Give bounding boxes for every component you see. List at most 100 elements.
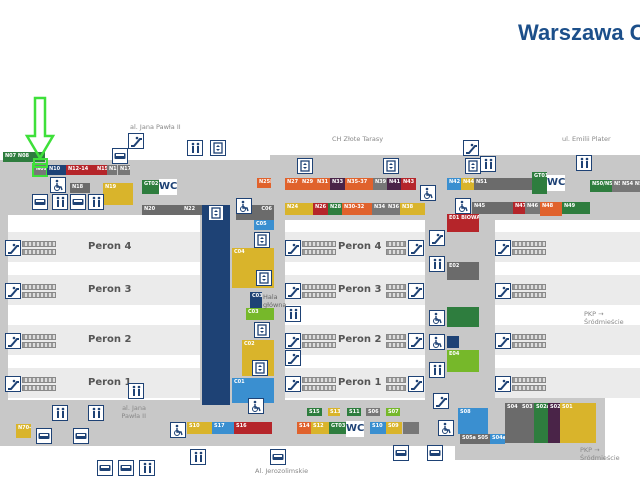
store-n50-n52[interactable]: N50/N52 [590, 180, 612, 192]
wc-sign: WC [346, 421, 364, 437]
store-n54-n55[interactable]: N54 N55 [620, 180, 640, 192]
stairs [386, 241, 406, 247]
store-n53[interactable]: N53 [612, 180, 620, 192]
escalator-icon [495, 283, 511, 299]
stairs [386, 292, 406, 298]
store-n34[interactable]: N34 [372, 203, 386, 215]
wheelchair-icon [236, 198, 252, 214]
store-s10[interactable]: S10 [187, 422, 212, 434]
platform-label: Peron 1 [88, 377, 132, 388]
store-s15[interactable]: S15 [307, 408, 322, 416]
store-s10[interactable]: S10 [370, 422, 386, 434]
store-n18[interactable]: N18 [70, 183, 90, 193]
street-label: PKP → Śródmieście [580, 446, 620, 462]
store-n49[interactable]: N49 [562, 202, 590, 214]
store-c03a[interactable]: C03a [250, 292, 262, 308]
elevator-icon [252, 360, 268, 376]
stairs [512, 292, 546, 298]
store-n10[interactable]: N10 [47, 165, 67, 175]
store-s13[interactable]: S13 [328, 408, 340, 416]
store-c05[interactable]: C05 [254, 220, 274, 230]
store-n45[interactable]: N45 [472, 202, 513, 214]
escalator-icon [408, 376, 424, 392]
store-n46[interactable]: N46 [525, 202, 540, 214]
store-unit[interactable] [447, 336, 459, 348]
store-n28[interactable]: N28 [328, 203, 342, 215]
store-n35-37[interactable]: N35-37 [345, 178, 373, 190]
street-label: al. Jana Pawła II [130, 123, 181, 131]
store-e01-bioway[interactable]: E01 BIOWAY [447, 214, 479, 232]
store-n70-71[interactable]: N70-71 [16, 424, 31, 438]
platform-2 [285, 325, 425, 355]
store-n20[interactable]: N20 [142, 205, 182, 215]
store-s12[interactable]: S12 [311, 422, 329, 434]
store-s16[interactable]: S16 [234, 422, 272, 434]
store-n09[interactable]: N09 [32, 163, 48, 177]
store-n22[interactable]: N22 [182, 205, 202, 215]
store-n26[interactable]: N26 [313, 203, 328, 215]
store-n25b[interactable]: N25b [257, 178, 271, 188]
store-n16[interactable]: N16 [107, 165, 117, 175]
store-s04[interactable]: S04 [505, 403, 520, 443]
escalator-icon [433, 393, 449, 409]
store-n33[interactable]: N33 [330, 178, 345, 190]
store-n24[interactable]: N24 [285, 203, 313, 215]
store-s02[interactable]: S02 [548, 403, 560, 443]
store-n48[interactable]: N48 [540, 202, 562, 216]
store-unit[interactable] [447, 307, 479, 327]
store-gt03[interactable]: GT03 [329, 422, 346, 434]
store-n43[interactable]: N43 [401, 178, 416, 190]
store-c04[interactable]: C04 [232, 248, 274, 288]
store-s09[interactable]: S09 [386, 422, 402, 434]
store-gt02[interactable]: GT02 [142, 180, 159, 194]
store-n39[interactable]: N39 [373, 178, 387, 190]
platform-2 [495, 325, 640, 355]
store-n51[interactable]: N51 [474, 178, 532, 190]
escalator-icon [408, 333, 424, 349]
platform-1 [495, 368, 640, 398]
stairs [22, 249, 56, 255]
elevator-icon [210, 140, 226, 156]
street-label: ul. Emilii Plater [562, 135, 611, 143]
store-s01[interactable]: S01 [560, 403, 596, 443]
bus-icon [97, 460, 113, 476]
store-unit[interactable] [403, 422, 419, 434]
store-n15[interactable]: N15 [95, 165, 107, 175]
store-c03[interactable]: C03 [246, 308, 274, 320]
store-n30-32[interactable]: N30-32 [342, 203, 372, 215]
store-n36[interactable]: N36 [386, 203, 400, 215]
store-s02a[interactable]: S02a [534, 403, 548, 443]
store-n42[interactable]: N42 [447, 178, 461, 190]
store-n31[interactable]: N31 [315, 178, 330, 190]
store-e02[interactable]: E02 [447, 262, 479, 280]
escalator-icon [429, 230, 445, 246]
bus-icon [118, 460, 134, 476]
store-e04[interactable]: E04 [447, 350, 479, 372]
store-n17[interactable]: N17 [118, 165, 130, 175]
store-n38[interactable]: N38 [400, 203, 425, 215]
store-s11[interactable]: S11 [347, 408, 361, 416]
store-n07-n08[interactable]: N07 N08 [3, 152, 45, 162]
store-n27[interactable]: N27 [285, 178, 300, 190]
store-s06[interactable]: S06 [366, 408, 380, 416]
store-n47[interactable]: N47 [513, 202, 525, 214]
store-n41[interactable]: N41 [387, 178, 401, 190]
stairs [512, 241, 546, 247]
store-s14[interactable]: S14 [297, 422, 311, 434]
store-gt01[interactable]: GT01 [532, 172, 547, 194]
escalator-icon [495, 376, 511, 392]
store-s04a[interactable]: S04a [490, 434, 505, 444]
store-s17[interactable]: S17 [212, 422, 234, 434]
store-n44[interactable]: N44 [461, 178, 474, 190]
platform-1 [8, 368, 200, 398]
store-n19[interactable]: N19 [103, 183, 133, 205]
store-n12-14[interactable]: N12-14 [66, 165, 95, 175]
store-n29[interactable]: N29 [300, 178, 315, 190]
store-s03[interactable]: S03 [520, 403, 534, 443]
store-s08[interactable]: S08 [458, 408, 488, 434]
store-s07[interactable]: S07 [386, 408, 400, 416]
stairs [386, 249, 406, 255]
wheelchair-icon [420, 185, 436, 201]
street-label: CH Złote Tarasy [332, 135, 384, 143]
store-s05a-s05[interactable]: S05a S05 [460, 434, 490, 444]
